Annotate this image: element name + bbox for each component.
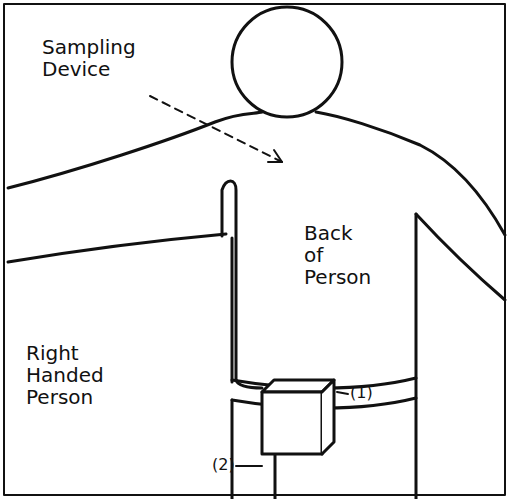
leader-1 xyxy=(337,392,348,394)
body-right xyxy=(415,214,418,499)
tube-end xyxy=(236,380,262,388)
callout-number: (2) xyxy=(212,456,235,474)
body-left-lower xyxy=(231,400,234,499)
note-label: Right Handed Person xyxy=(26,342,104,408)
left-arm xyxy=(8,234,226,262)
pump-side xyxy=(322,380,334,454)
pointer-line xyxy=(150,96,282,162)
leader-2 xyxy=(236,465,262,467)
sampling-pump xyxy=(262,392,322,454)
sampling-tube xyxy=(222,181,236,380)
frame xyxy=(4,4,505,495)
right-arm xyxy=(416,214,505,300)
right-shoulder xyxy=(316,112,505,235)
leg-line xyxy=(274,455,277,499)
body-left xyxy=(231,238,234,382)
device-label: Sampling Device xyxy=(42,36,172,80)
head xyxy=(232,7,342,117)
callout-number: (1) xyxy=(350,384,373,402)
left-shoulder xyxy=(8,112,262,188)
pointer-head xyxy=(268,150,282,162)
region-label: Back of Person xyxy=(304,222,371,288)
